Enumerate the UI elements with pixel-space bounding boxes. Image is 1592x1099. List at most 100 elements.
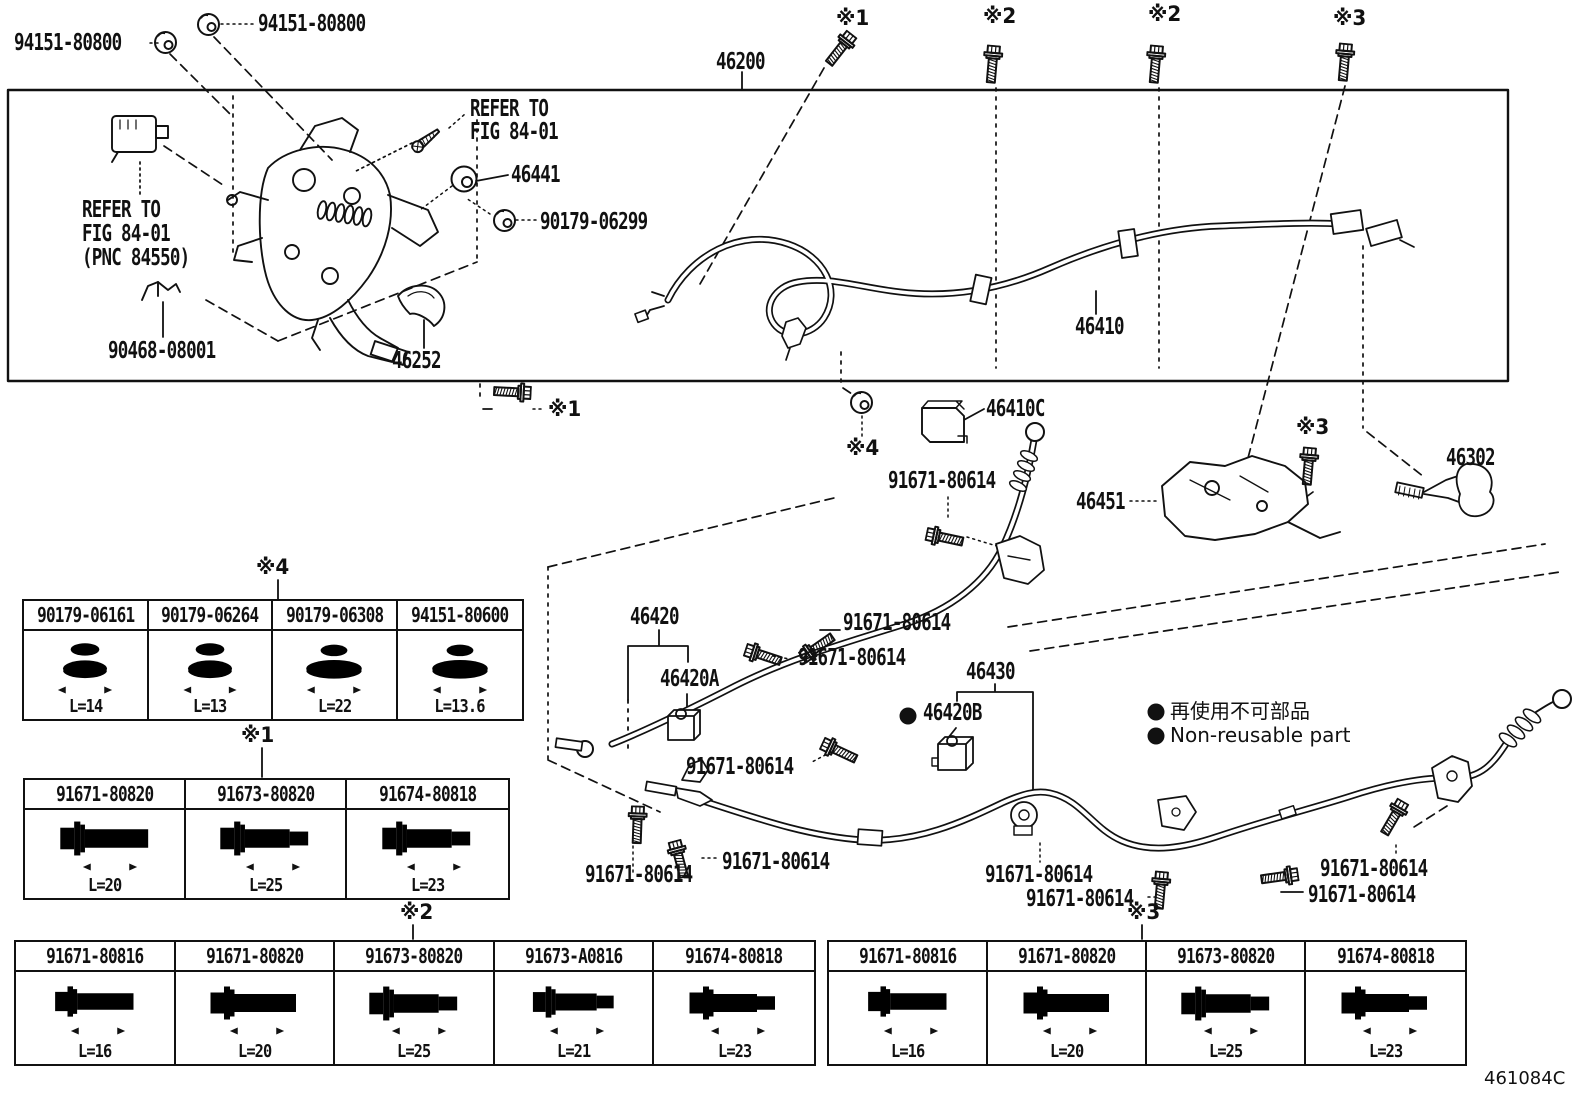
flange-bolt-icon bbox=[218, 820, 310, 874]
refer-connector-part bbox=[111, 115, 169, 163]
label-46200: 46200 bbox=[716, 49, 766, 75]
table-cell: L=20 bbox=[988, 972, 1147, 1064]
grommet-94151-icon-2 bbox=[197, 13, 220, 36]
label-91671-80614-1: 91671-80614 bbox=[888, 468, 996, 494]
table3-marker: ※3 bbox=[1127, 900, 1161, 924]
table-cell: L=14 bbox=[24, 631, 149, 719]
front-cable-46410 bbox=[634, 209, 1415, 361]
legend-text-jp: 再使用不可部品 bbox=[1170, 699, 1310, 723]
marker-mid-4: ※4 bbox=[846, 436, 880, 460]
label-91671-80614-2: 91671-80614 bbox=[843, 610, 951, 636]
flange-nut-icon bbox=[56, 642, 115, 697]
flange-bolt-icon bbox=[1179, 985, 1271, 1038]
table2-marker: ※2 bbox=[400, 900, 434, 924]
table-header: 91674-80818 bbox=[347, 780, 508, 810]
flange-bolt-icon bbox=[531, 985, 615, 1038]
label-94151-80800-b: 94151-80800 bbox=[258, 11, 366, 37]
table-cell: L=13 bbox=[149, 631, 273, 719]
label-refer-top-1: REFER TO bbox=[470, 96, 549, 122]
assembly-box-frame bbox=[6, 88, 1510, 383]
table-header: 91673-80820 bbox=[1147, 942, 1306, 972]
flange-bolt-icon bbox=[688, 985, 777, 1038]
non-reusable-dots bbox=[899, 703, 1165, 745]
label-91671-80614-10: 91671-80614 bbox=[1308, 882, 1416, 908]
nut-90179-06299-icon bbox=[493, 209, 516, 232]
label-46441: 46441 bbox=[511, 162, 561, 188]
table-cell: L=23 bbox=[347, 810, 508, 898]
table-header: 91673-A0816 bbox=[494, 942, 655, 972]
table-header: 90179-06308 bbox=[273, 601, 398, 631]
table-header: 94151-80600 bbox=[397, 601, 522, 631]
washer-46441 bbox=[450, 165, 478, 193]
flange-bolt-icon bbox=[866, 985, 948, 1038]
drawing-code: 461084C bbox=[1484, 1068, 1566, 1089]
label-46410C: 46410C bbox=[986, 396, 1045, 422]
flange-bolt-icon bbox=[58, 820, 150, 874]
label-46451: 46451 bbox=[1076, 489, 1126, 515]
marker-top-4: ※3 bbox=[1333, 6, 1367, 30]
label-refer-pnc-1: REFER TO bbox=[82, 197, 161, 223]
table-header: 90179-06264 bbox=[148, 601, 273, 631]
table-cell: L=13.6 bbox=[398, 631, 523, 719]
legend-dot-en bbox=[1147, 727, 1165, 745]
dashed-construction-lines bbox=[139, 36, 1561, 828]
label-91671-80614-5: 91671-80614 bbox=[585, 862, 693, 888]
marker-top-2: ※2 bbox=[983, 4, 1017, 28]
label-91671-80614-9: 91671-80614 bbox=[1320, 856, 1428, 882]
table-cell: L=16 bbox=[16, 972, 176, 1064]
clamp-46420B bbox=[931, 735, 974, 771]
table-cell: L=25 bbox=[186, 810, 347, 898]
flange-nut-icon bbox=[430, 643, 489, 697]
rod-46302 bbox=[1394, 463, 1495, 518]
label-46420A: 46420A bbox=[660, 666, 719, 692]
table4-marker: ※4 bbox=[256, 555, 290, 579]
pad-46252 bbox=[397, 284, 446, 327]
table-header: 91671-80816 bbox=[16, 942, 176, 972]
flange-bolt-icon bbox=[1339, 985, 1429, 1038]
label-91671-80614-3: 91671-80614 bbox=[798, 645, 906, 671]
clamp-46410C bbox=[921, 400, 968, 444]
label-90468-08001: 90468-08001 bbox=[108, 338, 216, 364]
label-refer-top-2: FIG 84-01 bbox=[470, 119, 559, 145]
flange-bolt-icon bbox=[367, 985, 459, 1038]
marker-mid-1: ※1 bbox=[548, 397, 582, 421]
label-refer-pnc-2: FIG 84-01 bbox=[82, 221, 171, 247]
parking-brake-pedal-assembly bbox=[226, 117, 439, 366]
flange-nut-icon bbox=[181, 642, 239, 697]
table-cell: L=22 bbox=[273, 631, 398, 719]
table-cell: L=20 bbox=[25, 810, 186, 898]
table-header: 90179-06161 bbox=[24, 601, 149, 631]
table-cell: L=25 bbox=[335, 972, 495, 1064]
grommet-m4-icon bbox=[850, 391, 873, 414]
table-header: 91671-80816 bbox=[829, 942, 988, 972]
label-46430: 46430 bbox=[966, 659, 1016, 685]
non-reusable-dot-46420B bbox=[899, 707, 917, 725]
label-91671-80614-6: 91671-80614 bbox=[722, 849, 830, 875]
label-91671-80614-8: 91671-80614 bbox=[1026, 886, 1134, 912]
clamp-46420A bbox=[667, 708, 701, 741]
marker-top-1: ※1 bbox=[836, 6, 870, 30]
table-cell: L=20 bbox=[176, 972, 336, 1064]
flange-bolt-icon bbox=[1021, 985, 1111, 1038]
label-91671-80614-4: 91671-80614 bbox=[686, 754, 794, 780]
table-header: 91671-80820 bbox=[25, 780, 186, 810]
intermediate-cable bbox=[554, 422, 1045, 758]
label-46420B: 46420B bbox=[923, 700, 982, 726]
table-header: 91673-80820 bbox=[335, 942, 495, 972]
flange-bolt-icon bbox=[380, 820, 472, 874]
label-46410: 46410 bbox=[1075, 314, 1125, 340]
clip-90468 bbox=[141, 281, 181, 301]
rear-cable-46430 bbox=[644, 689, 1572, 852]
label-90179-06299: 90179-06299 bbox=[540, 209, 648, 235]
table-header: 91671-80820 bbox=[988, 942, 1147, 972]
table-cell: L=23 bbox=[654, 972, 814, 1064]
table-cell: L=16 bbox=[829, 972, 988, 1064]
legend-dot-jp bbox=[1147, 703, 1165, 721]
table-cell: L=21 bbox=[495, 972, 655, 1064]
marker-mid-3: ※3 bbox=[1296, 415, 1330, 439]
table-m4-nuts: 90179-06161 90179-06264 90179-06308 9415… bbox=[22, 599, 524, 721]
label-46252: 46252 bbox=[392, 348, 442, 374]
table-cell: L=25 bbox=[1147, 972, 1306, 1064]
